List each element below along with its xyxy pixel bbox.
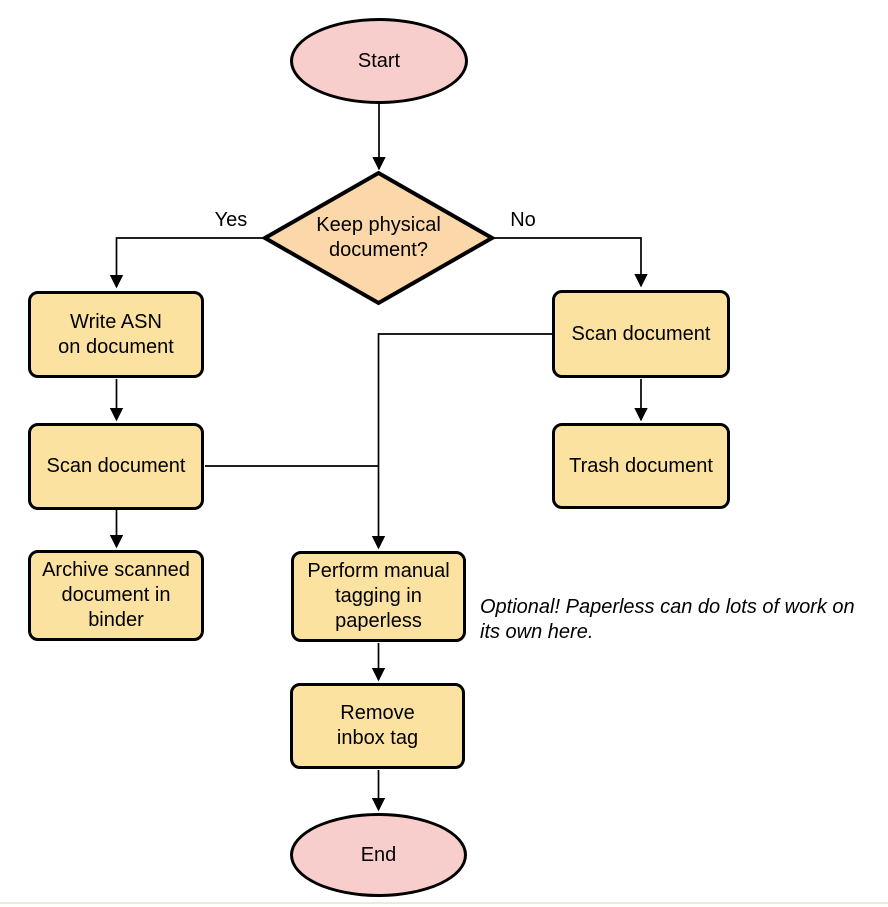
end-label: End xyxy=(360,843,397,866)
start-label: Start xyxy=(357,49,401,72)
end-node: End xyxy=(290,813,467,897)
no-branch-label: No xyxy=(510,209,536,231)
optional-note: Optional! Paperless can do lots of work … xyxy=(480,596,855,643)
diamond-shape xyxy=(262,170,495,306)
decision-node: Keep physical document? xyxy=(262,170,495,306)
start-node: Start xyxy=(290,18,468,104)
yes-branch-label: Yes xyxy=(214,209,248,231)
bottom-divider-line xyxy=(0,902,888,904)
write-asn-node: Write ASN on document xyxy=(28,291,204,378)
edge-decision-yes-to-write-asn xyxy=(109,237,266,289)
decision-label: Keep physical document? xyxy=(316,214,441,261)
scan-document-right-label: Scan document xyxy=(571,322,711,345)
archive-node: Archive scanned document in binder xyxy=(28,550,204,641)
archive-label: Archive scanned document in binder xyxy=(42,559,190,631)
scan-document-left-node: Scan document xyxy=(28,423,204,510)
remove-inbox-tag-label: Remove inbox tag xyxy=(336,702,419,749)
write-asn-label: Write ASN on document xyxy=(58,310,174,358)
trash-document-label: Trash document xyxy=(569,454,713,477)
edge-decision-no-to-scan-right xyxy=(491,237,648,288)
scan-document-left-label: Scan document xyxy=(46,455,186,477)
manual-tagging-node: Perform manual tagging in paperless xyxy=(291,551,466,642)
remove-inbox-tag-node: Remove inbox tag xyxy=(290,683,465,769)
trash-document-node: Trash document xyxy=(552,423,730,509)
edge-scan-right-to-tagging xyxy=(371,333,552,550)
manual-tagging-label: Perform manual tagging in paperless xyxy=(307,560,450,632)
scan-document-right-node: Scan document xyxy=(552,290,730,378)
